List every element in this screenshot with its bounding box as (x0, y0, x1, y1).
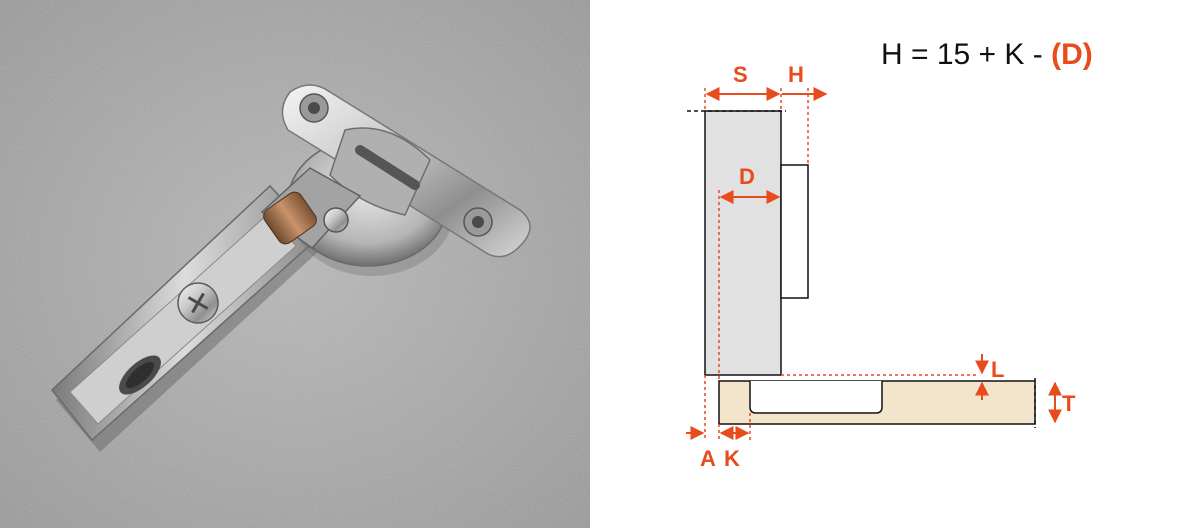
label-d: D (739, 164, 755, 189)
cabinet-panel (718, 380, 1036, 425)
hinge-dimension-diagram: S H D L T A K (686, 62, 1076, 471)
hinge-knuckle (260, 167, 362, 249)
dimension-arrows (686, 87, 1062, 440)
hinge-plate (281, 84, 531, 258)
label-h: H (788, 62, 804, 87)
door-panel (704, 110, 782, 376)
formula-main: H = 15 + K - (881, 38, 1052, 71)
label-a: A (700, 446, 716, 471)
label-l: L (991, 357, 1004, 382)
formula-red: (D) (1051, 38, 1093, 71)
label-k: K (724, 446, 740, 471)
hinge-photo (0, 0, 590, 528)
label-t: T (1062, 391, 1076, 416)
hinge-arm (50, 184, 320, 452)
label-s: S (733, 62, 748, 87)
formula: H = 15 + K - (D) (881, 38, 1093, 72)
reference-lines (687, 88, 1036, 440)
hinge-arm-profile (780, 164, 809, 299)
